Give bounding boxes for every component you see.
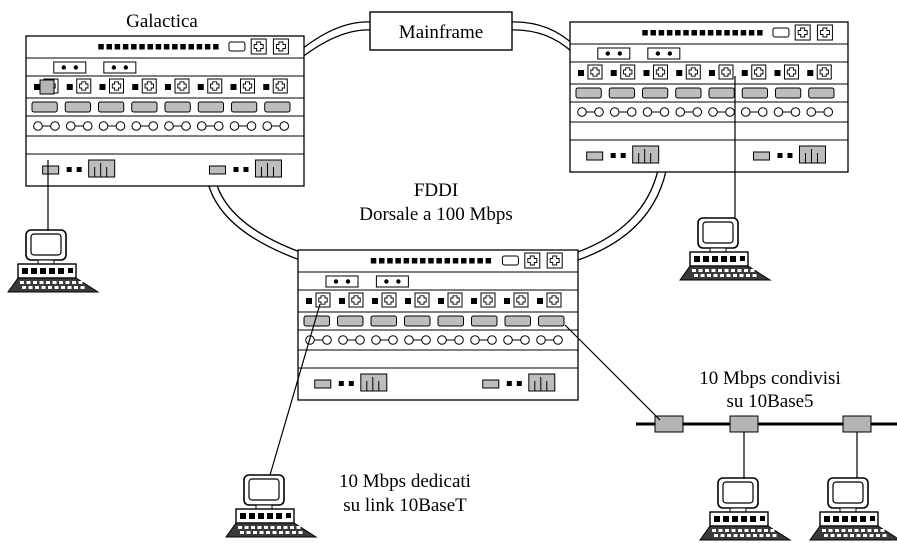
fddi-speed-label: Dorsale a 100 Mbps — [359, 204, 513, 225]
galactica-label: Galactica — [126, 11, 198, 32]
transceiver-2 — [729, 415, 759, 433]
workstation-dedicated — [225, 474, 318, 538]
center-switch — [297, 249, 579, 401]
mainframe-node: Mainframe — [369, 11, 513, 51]
galactica-switch — [25, 35, 305, 187]
transceiver-3 — [842, 415, 872, 433]
dedicated-label: 10 Mbps dedicati — [339, 471, 471, 492]
workstation-top-right — [679, 217, 772, 281]
10base5-bus — [636, 415, 897, 478]
dedicated-medium-label: su link 10BaseT — [343, 495, 467, 516]
top-right-switch — [569, 21, 849, 173]
shared-label: 10 Mbps condivisi — [699, 368, 840, 389]
cables — [47, 76, 736, 476]
mainframe-label: Mainframe — [399, 22, 483, 43]
workstation-galactica — [7, 229, 100, 293]
workstation-bus-1 — [699, 477, 792, 541]
shared-medium-label: su 10Base5 — [726, 391, 813, 412]
fddi-label: FDDI — [414, 180, 458, 201]
workstation-bus-2 — [809, 477, 897, 541]
transceiver-1 — [654, 415, 684, 433]
